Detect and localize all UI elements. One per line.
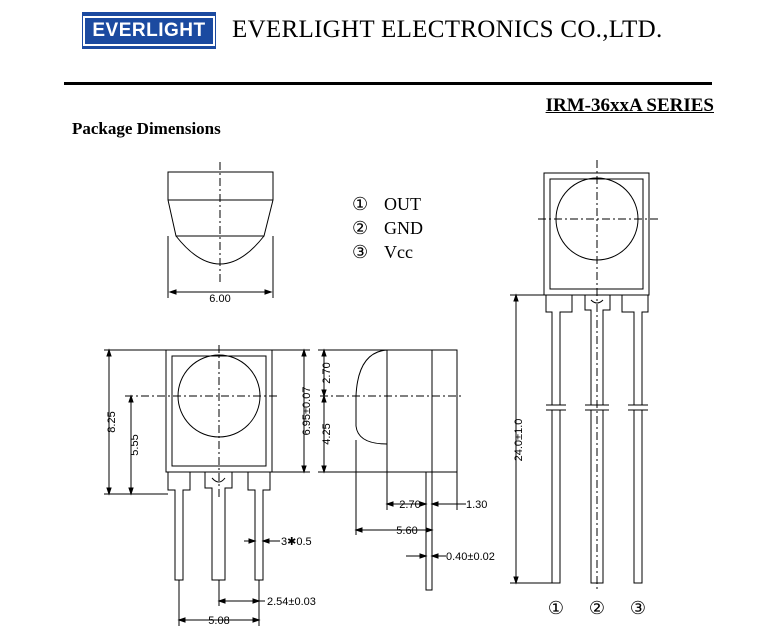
section-title: Package Dimensions <box>72 119 221 138</box>
dim-side-depth: 5.60 <box>396 525 417 537</box>
pin-3-symbol: ③ <box>352 242 368 262</box>
pin-legend: ① OUT ② GND ③ Vcc <box>352 194 423 262</box>
dim-lens-center: 5.55 <box>129 434 141 455</box>
pin-1-symbol: ① <box>352 194 368 214</box>
full-length-view <box>510 160 660 590</box>
dim-side-lead-gap: 1.30 <box>466 499 487 511</box>
dim-side-lead-offset: 2.70 <box>399 499 420 511</box>
dim-span: 5.08 <box>208 615 229 627</box>
pin-2-symbol: ② <box>352 218 368 238</box>
dim-side-upper: 2.70 <box>321 362 333 383</box>
dim-total-height: 8.25 <box>106 411 118 432</box>
company-name: EVERLIGHT ELECTRONICS CO.,LTD. <box>232 16 663 43</box>
pin-2-name: GND <box>384 218 423 238</box>
dim-lead-thickness: 0.40±0.02 <box>446 551 495 563</box>
everlight-logo: EVERLIGHT <box>82 12 216 49</box>
side-view <box>318 348 466 591</box>
pin-number-1: ① <box>548 598 564 618</box>
top-view <box>167 162 274 298</box>
front-view <box>104 345 310 626</box>
dim-side-lower: 4.25 <box>321 423 333 444</box>
pin-1-name: OUT <box>384 194 421 214</box>
dim-lead-width: 3✱0.5 <box>281 536 312 548</box>
dim-total-length: 24.0±1.0 <box>513 419 525 462</box>
pin-numbers: ① ② ③ <box>548 598 646 618</box>
header-divider <box>64 82 712 85</box>
dim-pitch: 2.54±0.03 <box>267 596 316 608</box>
dim-body-height: 6.95±0.07 <box>301 387 313 436</box>
logo-text: EVERLIGHT <box>83 15 215 46</box>
pin-3-name: Vcc <box>384 242 413 262</box>
dim-top-width: 6.00 <box>209 293 230 305</box>
pin-number-2: ② <box>589 598 605 618</box>
series-title: IRM-36xxA SERIES <box>545 95 714 116</box>
pin-number-3: ③ <box>630 598 646 618</box>
